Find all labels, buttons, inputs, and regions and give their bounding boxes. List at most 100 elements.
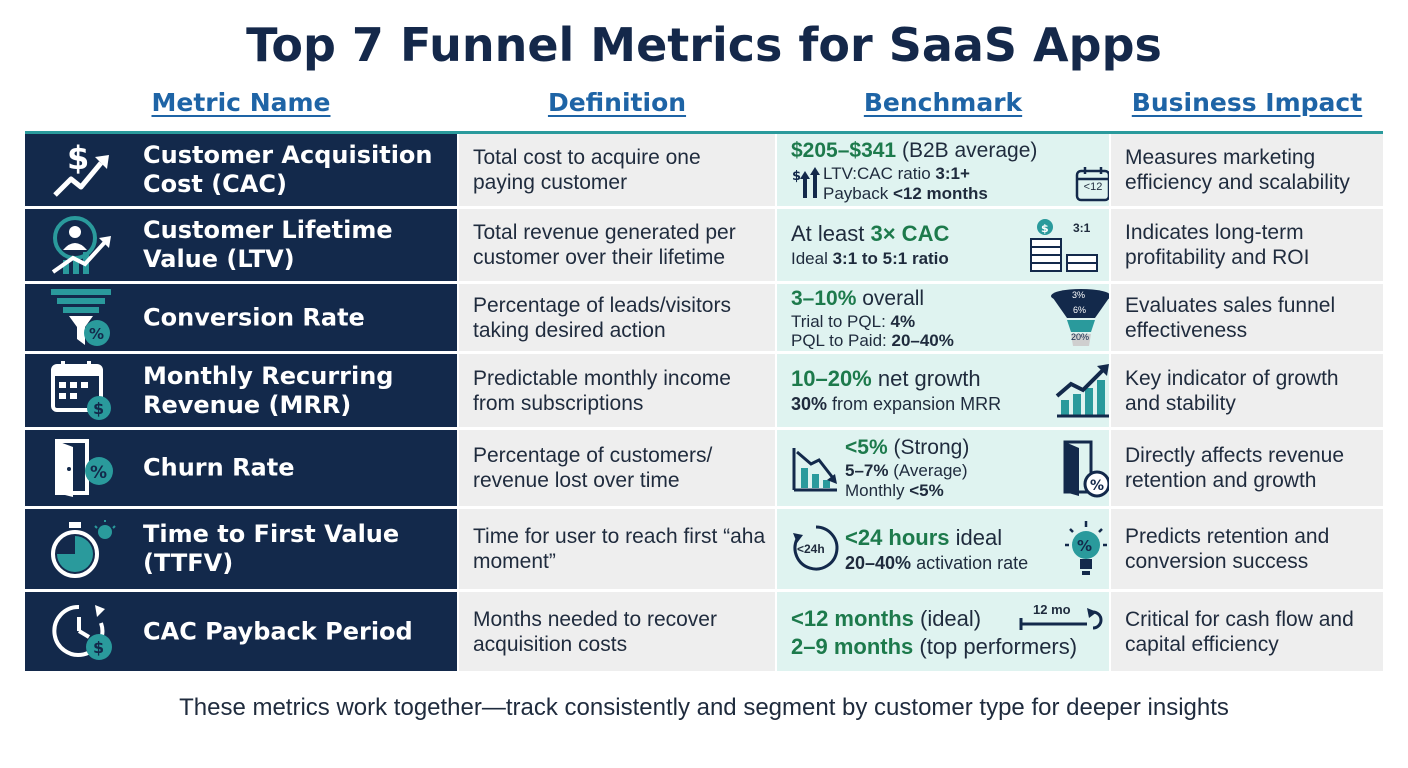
impact-cell: Key indicator of growth and stability: [1111, 354, 1383, 427]
declining-chart-icon: [792, 448, 837, 492]
door-percent-icon: %: [1063, 440, 1109, 498]
benchmark-line-3: Payback <12 months: [823, 184, 988, 203]
footer-note: These metrics work together—track consis…: [179, 694, 1229, 721]
column-header-metric: Metric Name: [151, 88, 331, 117]
calendar-dollar-icon: $: [51, 360, 111, 420]
benchmark-cell: <24h <24 hours ideal 20–40% activation r…: [777, 509, 1109, 589]
page-title: Top 7 Funnel Metrics for SaaS Apps: [246, 18, 1162, 72]
table-row-churn: % Churn Rate Percentage of customers/ re…: [25, 430, 1383, 506]
benchmark-line-2: 20–40% activation rate: [845, 553, 1029, 573]
calendar-badge: <12: [1083, 181, 1103, 193]
benchmark-cell: <12 months (ideal) 2–9 months (top perfo…: [777, 592, 1109, 671]
impact-text: Key indicator of growth and stability: [1125, 366, 1339, 415]
benchmark-line-1: <24 hours ideal: [845, 525, 1003, 550]
definition-text: Months needed to recover acquisition cos…: [473, 607, 717, 656]
benchmark-line-1: $205–$341 (B2B average): [791, 139, 1038, 162]
benchmark-line-1: 3–10% overall: [791, 287, 925, 310]
svg-text:$: $: [792, 169, 801, 184]
definition-text: Time for user to reach first “aha moment…: [473, 525, 766, 573]
growth-chart-icon: [1055, 364, 1109, 418]
dollar-growth-icon: $: [53, 139, 109, 197]
impact-text: Measures marketing efficiency and scalab…: [1125, 146, 1350, 194]
column-header-impact: Business Impact: [1131, 88, 1363, 117]
benchmark-line-1: <12 months (ideal): [791, 606, 982, 631]
clock-cycle-icon: [793, 525, 839, 571]
svg-text:$: $: [67, 139, 89, 177]
benchmark-cell: At least 3× CAC Ideal 3:1 to 5:1 ratio $…: [777, 209, 1109, 281]
svg-text:$: $: [1041, 222, 1049, 235]
definition-cell: Percentage of customers/ revenue lost ov…: [459, 430, 775, 506]
definition-cell: Total revenue generated per customer ove…: [459, 209, 775, 281]
benchmark-line-1: <5% (Strong): [845, 436, 970, 459]
impact-text: Directly affects revenue retention and g…: [1125, 444, 1345, 492]
definition-text: Predictable monthly income from subscrip…: [473, 366, 731, 415]
impact-cell: Predicts retention and conversion succes…: [1111, 509, 1383, 589]
definition-cell: Time for user to reach first “aha moment…: [459, 509, 775, 589]
definition-text: Percentage of leads/visitors taking desi…: [473, 293, 731, 342]
benchmark-line-2: 2–9 months (top performers): [791, 634, 1078, 659]
svg-text:$: $: [93, 399, 104, 418]
metric-name: Time to First Value(TTFV): [143, 520, 400, 577]
impact-cell: Evaluates sales funnel effectiveness: [1111, 284, 1383, 351]
impact-cell: Measures marketing efficiency and scalab…: [1111, 134, 1383, 206]
table-row-conversion: % Conversion Rate Percentage of leads/vi…: [25, 284, 1383, 351]
impact-text: Predicts retention and conversion succes…: [1125, 525, 1330, 573]
metric-name: Churn Rate: [143, 453, 295, 482]
clock-badge: <24h: [797, 542, 825, 556]
clock-dollar-icon: $: [52, 604, 112, 660]
column-header-benchmark: Benchmark: [863, 88, 1023, 117]
benchmark-line-1: 10–20% net growth: [791, 366, 981, 391]
benchmark-cell: 3–10% overall Trial to PQL: 4% PQL to Pa…: [777, 284, 1109, 351]
header-divider: [25, 131, 1383, 134]
impact-cell: Indicates long-term profitability and RO…: [1111, 209, 1383, 281]
user-growth-icon: [51, 216, 111, 274]
definition-cell: Total cost to acquire one paying custome…: [459, 134, 775, 206]
calendar-icon: [1075, 167, 1109, 202]
benchmark-line-1: At least 3× CAC: [791, 221, 950, 246]
metric-name: CAC Payback Period: [143, 617, 413, 645]
benchmark-line-2: Trial to PQL: 4%: [791, 312, 916, 331]
svg-text:%: %: [1077, 537, 1092, 555]
benchmark-line-2: 5–7% (Average): [845, 461, 968, 480]
definition-text: Total revenue generated per customer ove…: [473, 221, 736, 269]
metric-name-cell: % Conversion Rate: [25, 284, 457, 351]
funnel-label-2: 6%: [1073, 305, 1087, 315]
column-header-definition: Definition: [547, 88, 687, 117]
metric-name-cell: % Churn Rate: [25, 430, 457, 506]
definition-cell: Predictable monthly income from subscrip…: [459, 354, 775, 427]
impact-text: Indicates long-term profitability and RO…: [1125, 221, 1310, 269]
definition-cell: Months needed to recover acquisition cos…: [459, 592, 775, 671]
lightbulb-icon: %: [1065, 521, 1107, 575]
return-arrow-icon: [1019, 608, 1103, 630]
definition-cell: Percentage of leads/visitors taking desi…: [459, 284, 775, 351]
definition-text: Total cost to acquire one paying custome…: [473, 146, 701, 194]
svg-text:$: $: [93, 638, 104, 657]
metric-name-cell: Time to First Value(TTFV): [25, 509, 457, 589]
benchmark-line-3: Monthly <5%: [845, 481, 944, 500]
impact-cell: Critical for cash flow and capital effic…: [1111, 592, 1383, 671]
benchmark-line-2: LTV:CAC ratio 3:1+: [823, 164, 970, 183]
benchmark-line-2: 30% from expansion MRR: [791, 394, 1002, 414]
metric-name-cell: $ CAC Payback Period: [25, 592, 457, 671]
benchmark-line-2: Ideal 3:1 to 5:1 ratio: [791, 249, 949, 268]
door-exit-icon: %: [55, 439, 113, 497]
dollar-arrows-icon: $: [792, 167, 820, 198]
benchmark-cell: 10–20% net growth 30% from expansion MRR: [777, 354, 1109, 427]
funnel-label-3: 20%: [1071, 332, 1090, 342]
payback-badge: 12 mo: [1033, 602, 1071, 617]
table-row-payback: $ CAC Payback Period Months needed to re…: [25, 592, 1383, 671]
benchmark-cell: <5% (Strong) 5–7% (Average) Monthly <5% …: [777, 430, 1109, 506]
funnel-icon: [1051, 289, 1109, 346]
impact-text: Critical for cash flow and capital effic…: [1125, 607, 1354, 656]
funnel-label-1: 3%: [1072, 290, 1086, 300]
svg-text:%: %: [90, 463, 107, 483]
